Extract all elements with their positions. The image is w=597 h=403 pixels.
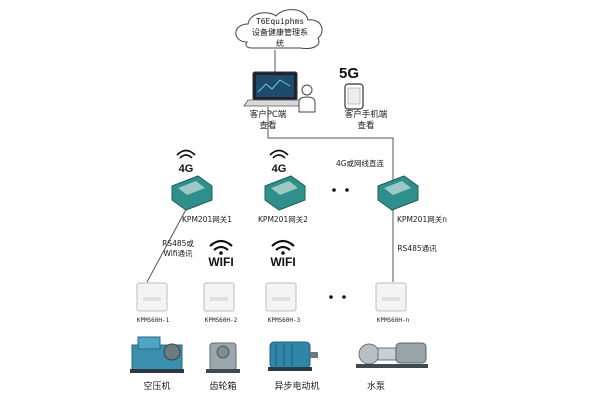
wifi-icon [209, 239, 233, 251]
cloud-server: T6Equiphms 设备健康管理系 统 [235, 9, 323, 49]
air-compressor-icon [130, 336, 184, 373]
equipment-gearbox: 齿轮箱 [206, 342, 240, 392]
wifi-icon [271, 239, 295, 251]
sensor-label: KPMS60H-2 [205, 317, 238, 324]
wifi-1: WIFI [208, 239, 234, 269]
client-pc: 客户PC端 查看 [243, 71, 316, 131]
wifi-label: WIFI [208, 255, 233, 269]
5g-badge: 5G [339, 65, 359, 82]
4g-badge: 4G [179, 163, 194, 175]
laptop-base-icon [243, 99, 307, 107]
sensor-label: KPMS60H-3 [268, 317, 301, 324]
gearbox-icon [206, 342, 240, 373]
equipment-air-compressor: 空压机 [130, 336, 184, 392]
comm-left-label: RS485或 [162, 238, 194, 248]
mobile-label-2: 查看 [357, 120, 374, 131]
sensor-label: KPMS60H-1 [137, 317, 170, 324]
ellipsis-sensors [329, 295, 346, 299]
equipment-label: 水泵 [367, 380, 385, 392]
equipment-label: 异步电动机 [274, 380, 319, 392]
wifi-2: WIFI [270, 239, 296, 269]
sensor-1: KPMS60H-1 [136, 282, 170, 324]
signal-icon [269, 149, 289, 159]
sensor-3: KPMS60H-3 [265, 282, 301, 324]
client-mobile: 5G 客户手机端 查看 [339, 65, 388, 131]
sensor-n: KPMS60H-n [375, 282, 410, 324]
pump-icon [356, 342, 428, 368]
cloud-title: T6Equiphms [256, 17, 304, 26]
equipment-induction-motor: 异步电动机 [268, 341, 320, 392]
comm-right-label: RS485通讯 [397, 243, 437, 253]
mobile-label: 客户手机端 [345, 109, 388, 120]
equipment-label: 齿轮箱 [209, 380, 236, 392]
equipment-water-pump: 水泵 [356, 342, 428, 392]
wifi-label: WIFI [270, 255, 295, 269]
ellipsis-gateways [332, 188, 349, 192]
link-note: 4G或网线直连 [336, 158, 385, 168]
gateway-label: KPM201网关1 [182, 214, 232, 224]
pc-label: 客户PC端 [250, 109, 287, 120]
gateway-label: KPM201网关n [397, 214, 447, 224]
4g-badge: 4G [272, 163, 287, 175]
user-icon [298, 84, 316, 113]
motor-icon [268, 341, 318, 371]
signal-icon [176, 149, 196, 159]
gateway-2: 4G KPM201网关2 [258, 149, 308, 224]
comm-left-label-2: Wifi通讯 [163, 248, 193, 258]
pc-label-2: 查看 [259, 120, 276, 131]
equipment-label: 空压机 [143, 380, 170, 392]
gateway-1: 4G KPM201网关1 [171, 149, 232, 224]
gateway-label: KPM201网关2 [258, 214, 308, 224]
gateway-n: KPM201网关n [377, 175, 447, 224]
cloud-icon [235, 9, 323, 49]
connection-lines [146, 50, 394, 283]
sensor-label: KPMS60H-n [377, 317, 410, 324]
sensor-2: KPMS60H-2 [203, 282, 238, 324]
cloud-subtitle-cont: 统 [276, 38, 284, 48]
cloud-subtitle: 设备健康管理系 [252, 27, 308, 37]
